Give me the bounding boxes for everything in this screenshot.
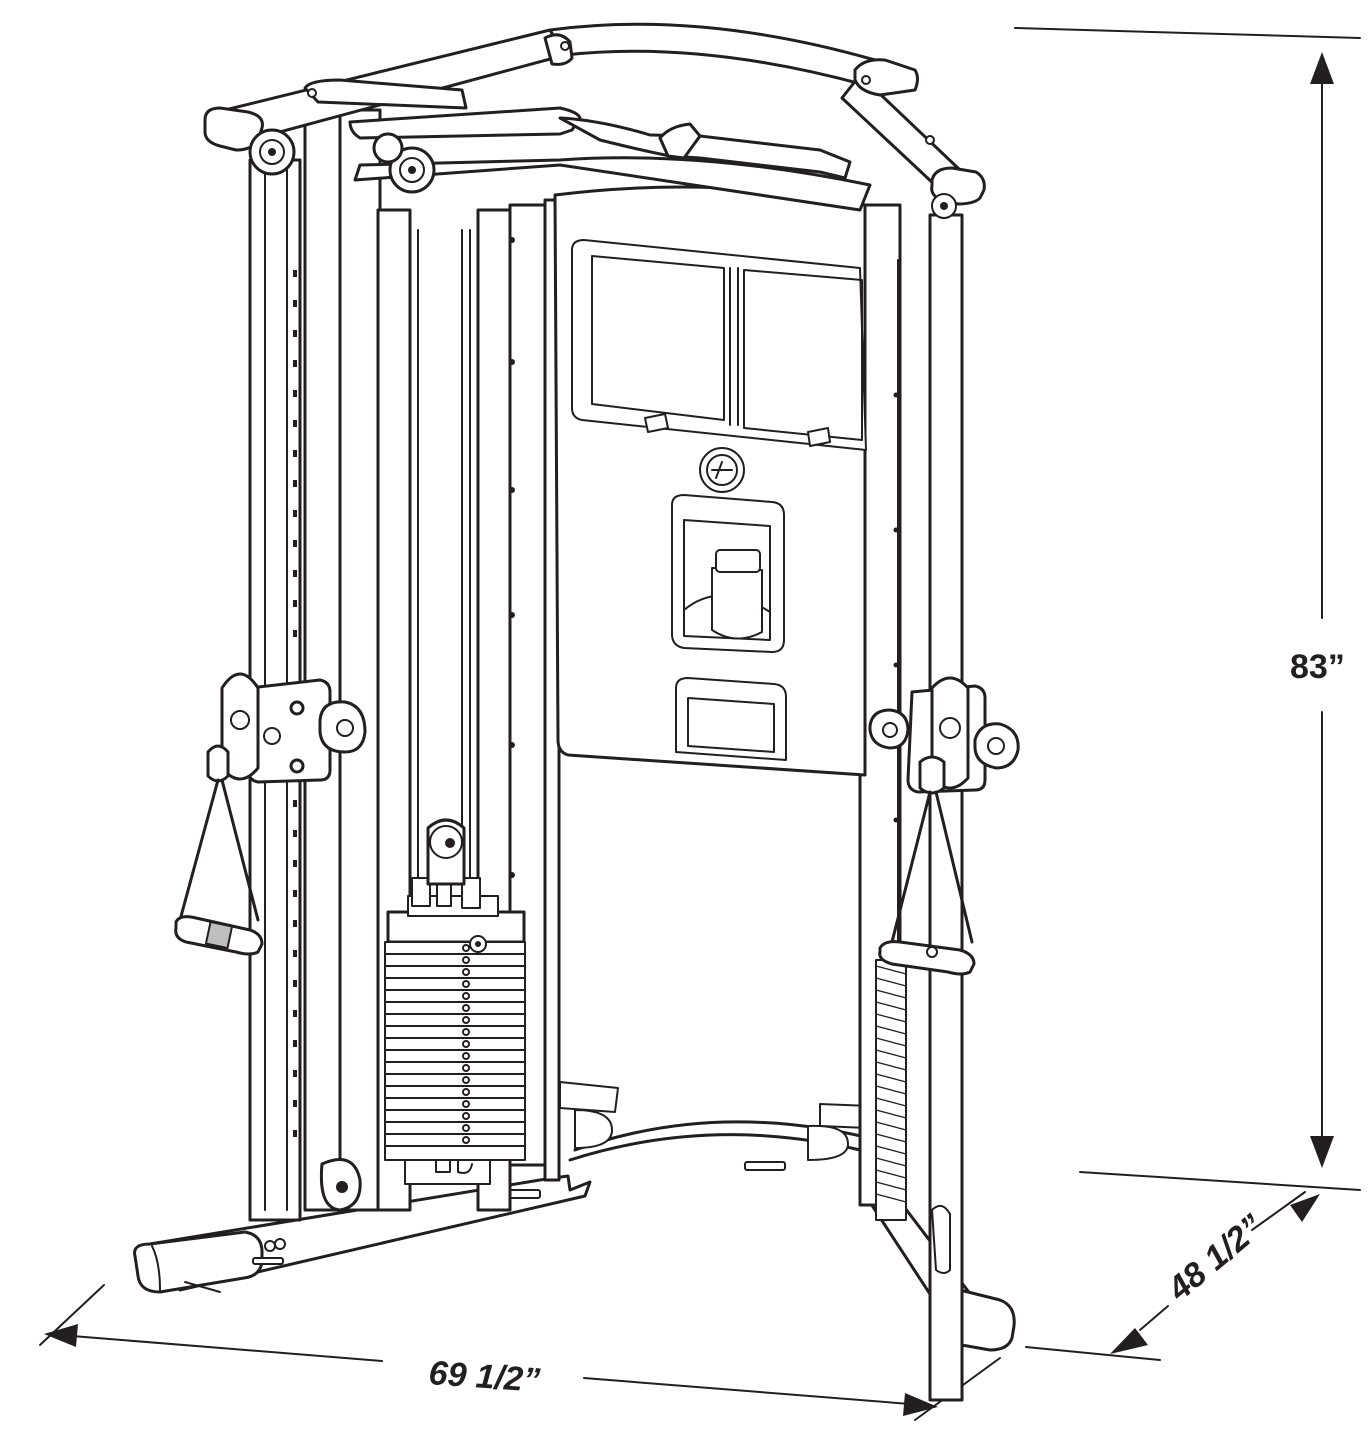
weight-plates xyxy=(384,941,526,1161)
height-dimension: 83” xyxy=(1014,27,1361,1191)
functional-trainer-machine xyxy=(133,22,1020,1402)
bottle-holder xyxy=(671,494,785,653)
depth-dimension: 48 1/2” xyxy=(1025,1191,1320,1361)
adjustment-holes-left xyxy=(293,270,297,1137)
top-pulleys xyxy=(248,128,957,219)
weight-stack-frame xyxy=(376,198,561,1212)
depth-label: 48 1/2” xyxy=(1160,1207,1271,1308)
top-frame xyxy=(203,22,986,219)
left-pulley-carriage xyxy=(174,672,367,956)
right-rack-teeth xyxy=(875,959,907,1221)
left-main-upright xyxy=(303,98,382,1212)
stack-pin-holes xyxy=(462,944,470,1144)
width-dimension: 69 1/2” xyxy=(39,1284,1001,1421)
right-pulley-carriage xyxy=(868,676,1020,976)
chin-up-bar xyxy=(348,106,852,180)
height-label: 83” xyxy=(1290,648,1345,686)
weight-stack xyxy=(384,818,526,1185)
handle-cutout xyxy=(675,677,787,761)
rear-shroud xyxy=(553,185,867,777)
width-label: 69 1/2” xyxy=(427,1354,541,1400)
shroud-logo xyxy=(699,447,745,493)
